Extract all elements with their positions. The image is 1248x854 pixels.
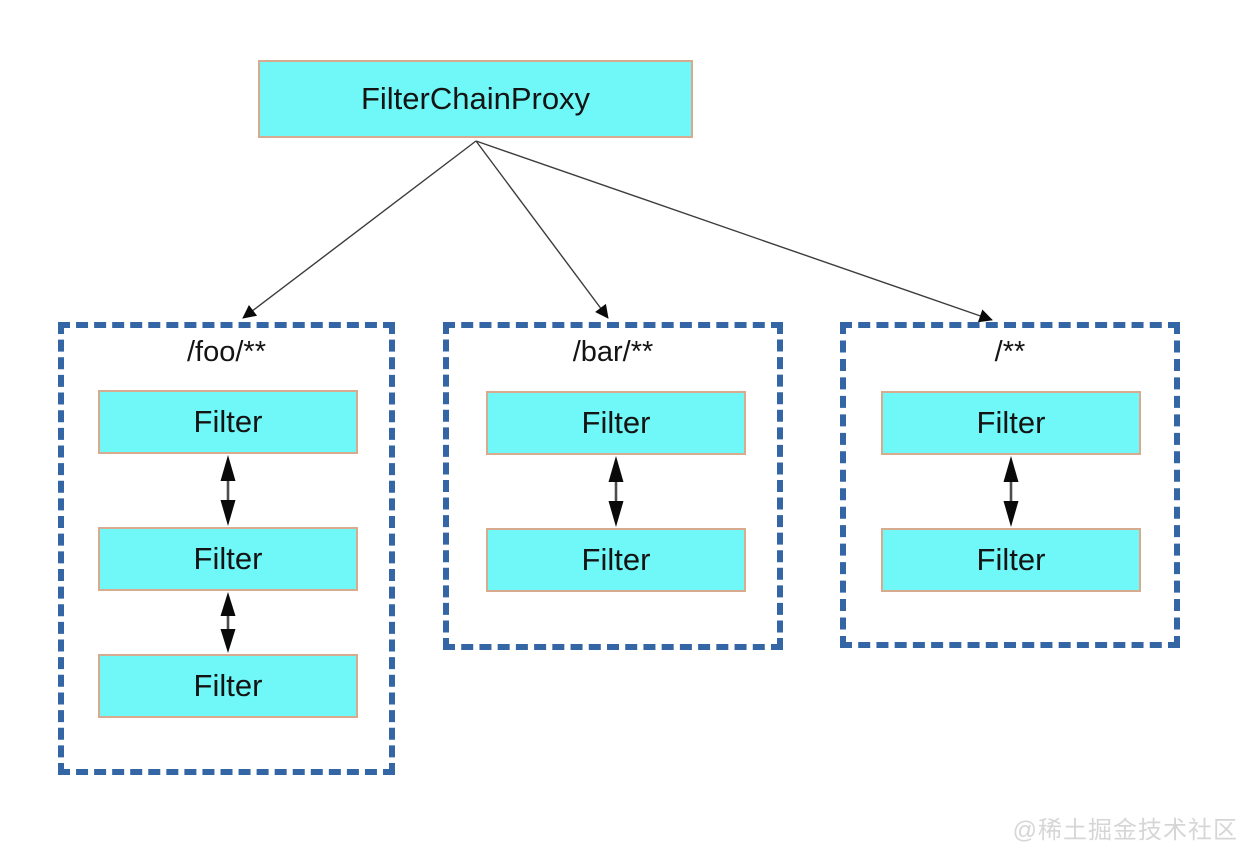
filter-node: Filter <box>881 391 1141 455</box>
filter-label: Filter <box>581 405 651 440</box>
chain-pattern-label: /** <box>994 336 1026 368</box>
chain-catchall: /** Filter Filter <box>840 322 1180 648</box>
chain-foo: /foo/** Filter Filter Filter <box>58 322 395 775</box>
filter-node: Filter <box>98 527 358 591</box>
filter-node: Filter <box>486 391 746 455</box>
filter-node: Filter <box>881 528 1141 592</box>
filter-node: Filter <box>486 528 746 592</box>
filterchainproxy-node: FilterChainProxy <box>258 60 693 138</box>
filter-node: Filter <box>98 390 358 454</box>
chain-pattern-label: /bar/** <box>572 336 654 368</box>
filter-label: Filter <box>193 668 263 703</box>
bidirectional-arrow-icon <box>608 456 624 527</box>
chain-bar: /bar/** Filter Filter <box>443 322 783 650</box>
bidirectional-arrow-icon <box>220 455 236 526</box>
watermark-text: @稀土掘金技术社区 <box>1012 817 1238 844</box>
arrow-to-catchall-chain <box>475 140 993 323</box>
chain-pattern-label: /foo/** <box>187 336 266 368</box>
filter-label: Filter <box>581 542 651 577</box>
filter-node: Filter <box>98 654 358 718</box>
bidirectional-arrow-icon <box>1003 456 1019 527</box>
filterchainproxy-label: FilterChainProxy <box>360 81 591 116</box>
filter-label: Filter <box>193 541 263 576</box>
arrow-to-bar-chain <box>475 140 609 319</box>
arrow-to-foo-chain <box>242 140 477 319</box>
filter-label: Filter <box>976 542 1046 577</box>
filter-label: Filter <box>193 404 263 439</box>
filter-label: Filter <box>976 405 1046 440</box>
bidirectional-arrow-icon <box>220 592 236 653</box>
